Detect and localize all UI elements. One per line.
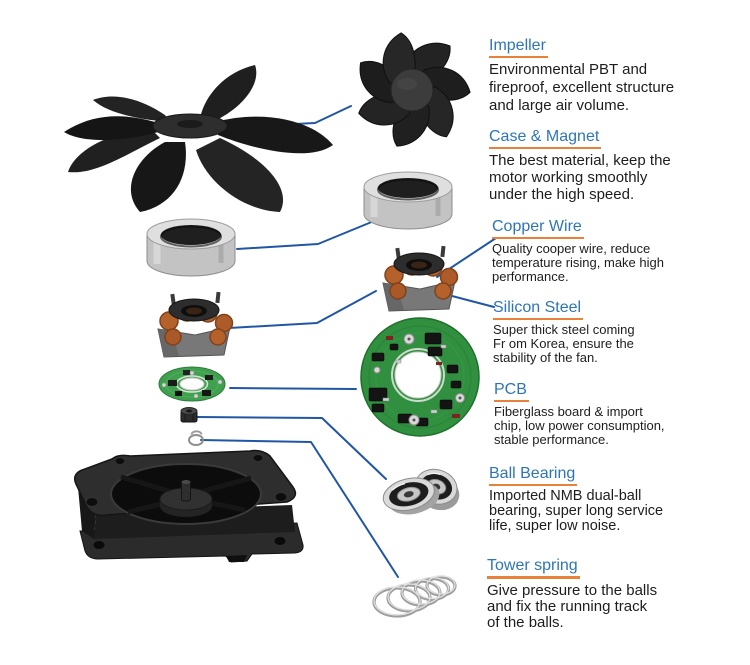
section-pcb-title: PCB: [494, 380, 529, 402]
section-tower-spring-title: Tower spring: [487, 556, 580, 579]
section-silicon-steel-description: Super thick steel coming Fr om Korea, en…: [493, 322, 635, 365]
section-impeller-description: Environmental PBT and fireproof, excelle…: [489, 61, 675, 114]
connector-line-tower-spring: [200, 439, 399, 578]
section-copper-wire: Copper Wire Quality cooper wire, reduce …: [492, 217, 664, 284]
section-copper-wire-title: Copper Wire: [492, 217, 584, 239]
stator-copper-winding-left-image: [157, 291, 234, 358]
section-tower-spring-description: Give pressure to the balls and fix the r…: [487, 582, 658, 631]
section-impeller-title: Impeller: [489, 36, 548, 58]
tower-spring-image: [372, 575, 457, 618]
section-ball-bearing-title: Ball Bearing: [489, 464, 578, 486]
connector-line-pcb: [229, 387, 357, 390]
impeller-front-view-image: [358, 32, 471, 147]
section-tower-spring: Tower spring Give pressure to the balls …: [487, 556, 657, 631]
section-silicon-steel-title: Silicon Steel: [493, 298, 584, 320]
connector-line-ball-bearing: [196, 416, 387, 480]
connector-line-stator: [228, 290, 377, 329]
retaining-clip-image: [188, 430, 204, 446]
section-ball-bearing-description: Imported NMB dual-ball bearing, super lo…: [489, 488, 664, 534]
section-pcb: PCB Fiberglass board & import chip, low …: [494, 380, 665, 447]
small-bearing-image: [180, 407, 198, 423]
ball-bearings-image: [382, 468, 460, 515]
section-ball-bearing: Ball Bearing Imported NMB dual-ball bear…: [489, 464, 663, 534]
section-case-magnet-title: Case & Magnet: [489, 127, 602, 149]
fan-frame-image: [73, 449, 304, 563]
small-pcb-image: [158, 366, 226, 402]
section-case-magnet-description: The best material, keep the motor workin…: [489, 152, 671, 203]
magnet-case-ring-left-image: [146, 218, 236, 277]
impeller-side-view-image: [64, 65, 333, 212]
section-case-magnet: Case & Magnet The best material, keep th…: [489, 127, 671, 203]
driver-pcb-image: [360, 317, 480, 437]
connector-lines: [196, 105, 497, 578]
section-copper-wire-description: Quality cooper wire, reduce temperature …: [492, 241, 664, 284]
section-silicon-steel: Silicon Steel Super thick steel coming F…: [493, 298, 635, 365]
connector-line-silicon-steel: [451, 295, 495, 308]
stator-copper-winding-right-image: [382, 245, 459, 312]
section-pcb-description: Fiberglass board & import chip, low powe…: [494, 404, 665, 447]
magnet-case-ring-right-image: [363, 171, 453, 230]
section-impeller: Impeller Environmental PBT and fireproof…: [489, 36, 674, 115]
connector-line-case-magnet: [236, 220, 375, 250]
